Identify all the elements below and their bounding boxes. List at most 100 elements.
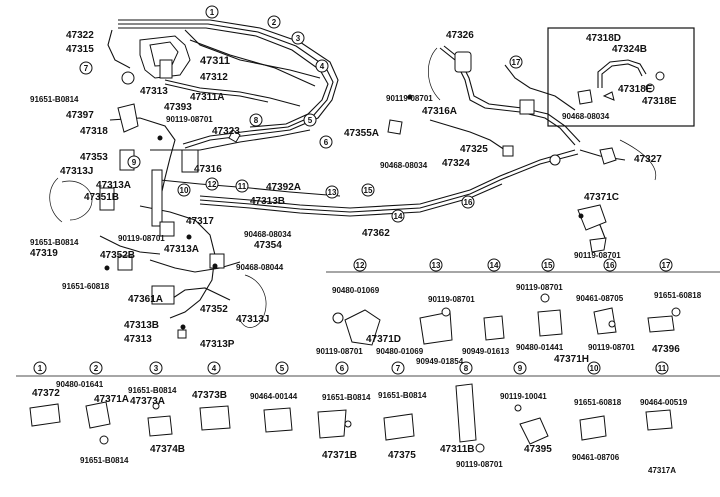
label-47318: 47318 bbox=[80, 126, 108, 137]
svg-text:2: 2 bbox=[272, 18, 277, 27]
detail-7: 7 91651-B0814 47375 bbox=[378, 361, 427, 461]
label-47351B: 47351B bbox=[84, 192, 119, 203]
callout-7: 7 bbox=[79, 61, 93, 75]
reference-number: 47317A bbox=[648, 466, 676, 475]
detail-11-label-a: 90464-00519 bbox=[640, 398, 688, 407]
label-47397: 47397 bbox=[66, 110, 94, 121]
detail-6-label-a: 91651-B0814 bbox=[322, 393, 371, 402]
label-47313J-left: 47313J bbox=[60, 166, 93, 177]
detail-9: 9 90119-10041 47395 bbox=[500, 361, 552, 455]
label-47325: 47325 bbox=[460, 144, 488, 155]
detail-4: 4 47373B bbox=[192, 361, 231, 431]
callout-2: 2 bbox=[267, 15, 281, 29]
label-47324: 47324 bbox=[442, 158, 470, 169]
svg-text:6: 6 bbox=[324, 138, 329, 147]
detail-2-label-c: 91651-B0814 bbox=[80, 456, 129, 465]
svg-text:10: 10 bbox=[590, 364, 599, 373]
callout-15: 15 bbox=[361, 183, 375, 197]
label-47318E: 47318E bbox=[618, 84, 653, 95]
detail-1-label-a: 47372 bbox=[32, 388, 60, 399]
label-47313-low: 47313 bbox=[124, 334, 152, 345]
label-47324B: 47324B bbox=[612, 44, 647, 55]
callout-3: 3 bbox=[291, 31, 305, 45]
label-90119-08701-c: 90119-08701 bbox=[386, 94, 433, 103]
label-91651-B0814-b: 91651-B0814 bbox=[30, 238, 79, 247]
label-47361A: 47361A bbox=[128, 294, 163, 305]
label-47362: 47362 bbox=[362, 228, 390, 239]
label-47319: 47319 bbox=[30, 248, 58, 259]
label-47322: 47322 bbox=[66, 30, 94, 41]
label-47313A-left: 47313A bbox=[96, 180, 131, 191]
detail-5-label-a: 90464-00144 bbox=[250, 392, 298, 401]
callout-14: 14 bbox=[391, 209, 405, 223]
detail-15-label-c: 47371H bbox=[554, 354, 589, 365]
callout-16: 16 bbox=[461, 195, 475, 209]
detail-7-label-b: 47375 bbox=[388, 450, 416, 461]
label-91651-B0814-a: 91651-B0814 bbox=[30, 95, 79, 104]
detail-11: 11 90464-00519 bbox=[640, 361, 688, 431]
svg-text:4: 4 bbox=[320, 62, 325, 71]
svg-text:7: 7 bbox=[84, 64, 89, 73]
label-90468-08034-c: 90468-08034 bbox=[562, 112, 610, 121]
svg-text:11: 11 bbox=[658, 364, 667, 373]
detail-13: 13 90119-08701 90480-01069 90949-01854 bbox=[376, 258, 475, 366]
label-47313-top: 47313 bbox=[140, 86, 168, 97]
detail-row-1: 12 90480-01069 47371D 90119-08701 13 901… bbox=[316, 258, 720, 366]
callout-8: 8 bbox=[249, 113, 263, 127]
main-callouts: 1 2 3 4 5 6 7 8 9 10 11 12 13 14 15 16 1… bbox=[79, 5, 523, 223]
label-47352: 47352 bbox=[200, 304, 228, 315]
label-47313B-mid: 47313B bbox=[250, 196, 285, 207]
detail-17-label-a: 91651-60818 bbox=[654, 291, 702, 300]
detail-13-label-b: 90480-01069 bbox=[376, 347, 424, 356]
detail-3: 3 91651-B0814 47373A 47374B bbox=[128, 361, 185, 455]
detail-2: 2 90480-01641 47371A 91651-B0814 bbox=[56, 361, 129, 465]
svg-text:14: 14 bbox=[394, 212, 403, 221]
svg-text:9: 9 bbox=[518, 364, 523, 373]
label-47313P: 47313P bbox=[200, 339, 235, 350]
inset-box-47318: 47318D 47324B 47318E 47318E 90468-08034 bbox=[547, 27, 695, 127]
label-90119-08701-a: 90119-08701 bbox=[166, 115, 213, 124]
detail-2-label-b: 47371A bbox=[94, 394, 129, 405]
label-47354: 47354 bbox=[254, 240, 282, 251]
svg-text:12: 12 bbox=[356, 261, 365, 270]
callout-13: 13 bbox=[325, 185, 339, 199]
svg-text:1: 1 bbox=[38, 364, 43, 373]
label-47352B: 47352B bbox=[100, 250, 135, 261]
callout-10: 10 bbox=[177, 183, 191, 197]
svg-text:9: 9 bbox=[132, 158, 137, 167]
detail-6: 6 91651-B0814 47371B bbox=[317, 361, 371, 461]
svg-text:5: 5 bbox=[308, 116, 313, 125]
detail-6-label-b: 47371B bbox=[322, 450, 357, 461]
svg-text:2: 2 bbox=[94, 364, 99, 373]
detail-9-label-b: 47395 bbox=[524, 444, 552, 455]
svg-text:17: 17 bbox=[662, 261, 671, 270]
label-47318D: 47318D bbox=[586, 33, 621, 44]
svg-text:13: 13 bbox=[328, 188, 337, 197]
callout-5: 5 bbox=[303, 113, 317, 127]
label-47316: 47316 bbox=[194, 164, 222, 175]
svg-text:5: 5 bbox=[280, 364, 285, 373]
detail-13-label-c: 90949-01854 bbox=[416, 357, 464, 366]
label-47318E-2: 47318E bbox=[642, 96, 677, 107]
detail-1: 1 47372 bbox=[29, 361, 61, 427]
svg-text:15: 15 bbox=[364, 186, 373, 195]
detail-15-label-a: 90119-08701 bbox=[516, 283, 563, 292]
svg-text:3: 3 bbox=[296, 34, 301, 43]
svg-text:16: 16 bbox=[606, 261, 615, 270]
label-91651-60818-a: 91651-60818 bbox=[62, 282, 110, 291]
detail-13-label-a: 90119-08701 bbox=[428, 295, 475, 304]
svg-text:8: 8 bbox=[254, 116, 259, 125]
detail-9-label-a: 90119-10041 bbox=[500, 392, 547, 401]
label-90468-08044: 90468-08044 bbox=[236, 263, 284, 272]
brake-pipe-bundle-right bbox=[428, 45, 657, 239]
detail-12-label-c: 90119-08701 bbox=[316, 347, 363, 356]
label-47317: 47317 bbox=[186, 216, 214, 227]
label-47323: 47323 bbox=[212, 126, 240, 137]
label-47355A: 47355A bbox=[344, 128, 379, 139]
callout-9: 9 bbox=[127, 155, 141, 169]
label-47327: 47327 bbox=[634, 154, 662, 165]
label-90119-08701-b: 90119-08701 bbox=[118, 234, 165, 243]
brake-pipe-bundle-upper bbox=[49, 19, 579, 328]
svg-text:6: 6 bbox=[340, 364, 345, 373]
